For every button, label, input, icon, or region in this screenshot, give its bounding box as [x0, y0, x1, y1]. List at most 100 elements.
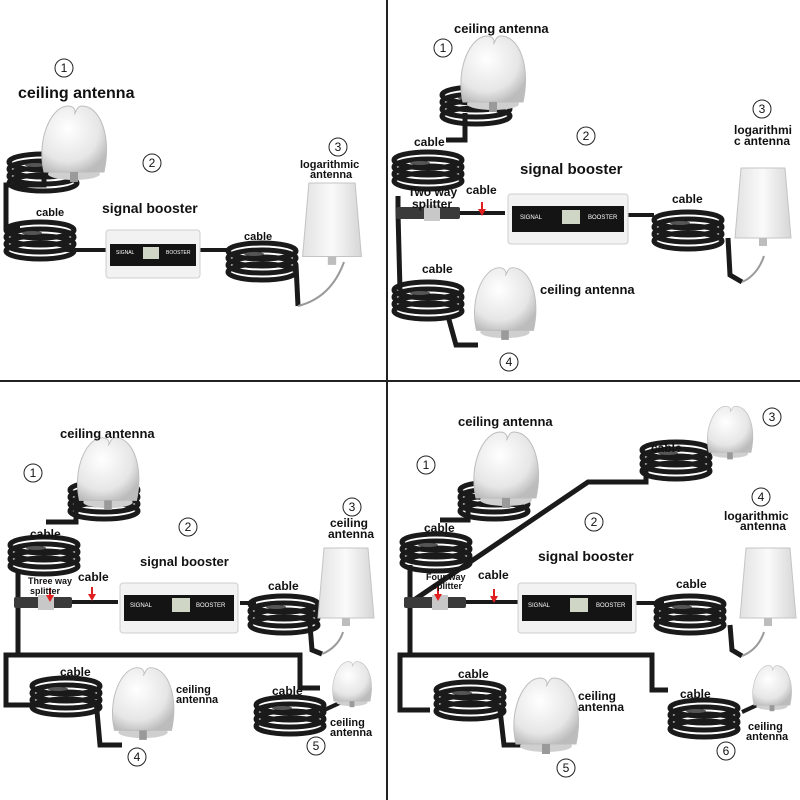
label-logarithmic: logarithmic — [300, 159, 359, 171]
label-cable: cable — [30, 527, 61, 541]
label-cable: cable — [272, 684, 303, 698]
ceiling-antenna-icon — [41, 105, 108, 183]
cable-coil-icon — [228, 243, 296, 280]
booster-booster-label: BOOSTER — [196, 603, 226, 609]
number-1: 1 — [423, 458, 430, 472]
ceiling-antenna-icon — [474, 267, 537, 341]
cable-coil-icon — [10, 537, 78, 574]
number-6: 6 — [723, 744, 730, 758]
red-arrow-icon — [87, 586, 97, 602]
cable-coil-icon — [436, 682, 504, 719]
label-antenna: antenna — [176, 694, 219, 706]
panel-1: SIGNAL BOOSTER 1 ceiling antenna 2 signa… — [3, 58, 362, 307]
label-cable: cable — [414, 135, 445, 149]
booster-signal-label: SIGNAL — [130, 603, 153, 609]
signal-booster-icon: SIGNAL BOOSTER — [105, 229, 201, 279]
cable-coil-icon — [670, 700, 738, 737]
label-antenna: antenna — [330, 727, 373, 739]
label-antenna: antenna — [578, 700, 624, 714]
label-cable: cable — [676, 577, 707, 591]
label-cable: cable — [78, 570, 109, 584]
number-5: 5 — [563, 761, 570, 775]
booster-booster-label: BOOSTER — [596, 603, 626, 609]
signal-booster-icon: SIGNAL BOOSTER — [517, 582, 637, 634]
label-cable: cable — [268, 579, 299, 593]
number-1: 1 — [30, 466, 37, 480]
splitter-icon — [396, 205, 460, 221]
ceiling-antenna-icon — [707, 405, 754, 460]
number-2: 2 — [149, 156, 156, 170]
label-splitter-type: Four way — [426, 572, 466, 582]
label-ceiling: ceiling — [176, 684, 211, 696]
label-cable: cable — [651, 441, 682, 455]
signal-booster-icon: SIGNAL BOOSTER — [507, 193, 629, 245]
label-ceiling-antenna: ceiling antenna — [540, 282, 635, 297]
label-logarithmic: logarithmi — [734, 123, 792, 137]
number-4: 4 — [134, 750, 141, 764]
cable-coil-icon — [654, 212, 722, 249]
label-cable: cable — [680, 687, 711, 701]
number-4: 4 — [506, 355, 513, 369]
number-1: 1 — [61, 61, 68, 75]
label-antenna: antenna — [746, 731, 789, 743]
label-ceiling-antenna: ceiling antenna — [18, 85, 135, 102]
label-splitter-type: Three way — [28, 576, 72, 586]
label-splitter-type: Two way — [408, 185, 457, 199]
label-cable: cable — [478, 568, 509, 582]
label-ceiling: ceiling — [330, 717, 365, 729]
log-periodic-antenna-icon — [734, 167, 792, 247]
label-signal-booster: signal booster — [538, 548, 634, 564]
panel-4: SIGNAL BOOSTER ceiling antenna 1 cable F… — [397, 405, 797, 778]
ceiling-antenna-icon — [513, 677, 580, 755]
booster-booster-label: BOOSTER — [588, 215, 618, 221]
cable-coil-icon — [394, 282, 462, 319]
label-cable: cable — [672, 192, 703, 206]
booster-signal-label: SIGNAL — [528, 603, 551, 609]
panel-3: SIGNAL BOOSTER ceiling antenna 1 cable T… — [3, 426, 375, 767]
number-2: 2 — [583, 129, 590, 143]
label-ceiling: ceiling — [330, 516, 368, 530]
label-antenna: antenna — [310, 169, 353, 181]
number-3: 3 — [759, 102, 766, 116]
label-cable: cable — [466, 183, 497, 197]
ceiling-antenna-icon — [460, 35, 527, 113]
label-ceiling: ceiling — [578, 689, 616, 703]
label-signal-booster: signal booster — [140, 554, 229, 569]
label-ceiling: ceiling — [748, 721, 783, 733]
number-5: 5 — [313, 739, 320, 753]
label-antenna: antenna — [740, 519, 786, 533]
label-logarithmic: logarithmic — [724, 509, 789, 523]
label-cable: cable — [422, 262, 453, 276]
label-ceiling-antenna: ceiling antenna — [60, 426, 155, 441]
cable-coil-icon — [394, 152, 462, 189]
label-antenna: antenna — [328, 527, 374, 541]
ceiling-antenna-icon — [473, 431, 540, 509]
booster-signal-label: SIGNAL — [116, 250, 135, 256]
number-3: 3 — [335, 140, 342, 154]
number-3: 3 — [349, 500, 356, 514]
label-splitter: splitter — [412, 197, 452, 211]
number-1: 1 — [440, 41, 447, 55]
label-cable: cable — [458, 667, 489, 681]
log-periodic-antenna-icon — [302, 182, 362, 266]
number-3: 3 — [769, 410, 776, 424]
number-4: 4 — [758, 490, 765, 504]
label-antenna: c antenna — [734, 134, 790, 148]
number-2: 2 — [185, 520, 192, 534]
label-ceiling-antenna: ceiling antenna — [458, 414, 553, 429]
ceiling-antenna-icon — [112, 667, 175, 741]
label-cable: cable — [36, 207, 64, 219]
ceiling-antenna-icon — [752, 665, 792, 712]
cable-coil-icon — [32, 678, 100, 715]
ceiling-antenna-icon — [332, 661, 372, 708]
label-cable: cable — [60, 665, 91, 679]
splitter-icon — [404, 595, 466, 610]
log-periodic-antenna-icon — [739, 547, 797, 627]
label-signal-booster: signal booster — [520, 161, 623, 178]
ceiling-antenna-icon — [77, 437, 140, 511]
label-ceiling-antenna: ceiling antenna — [454, 21, 549, 36]
label-splitter: splitter — [432, 581, 463, 591]
cable-coil-icon — [656, 596, 724, 633]
